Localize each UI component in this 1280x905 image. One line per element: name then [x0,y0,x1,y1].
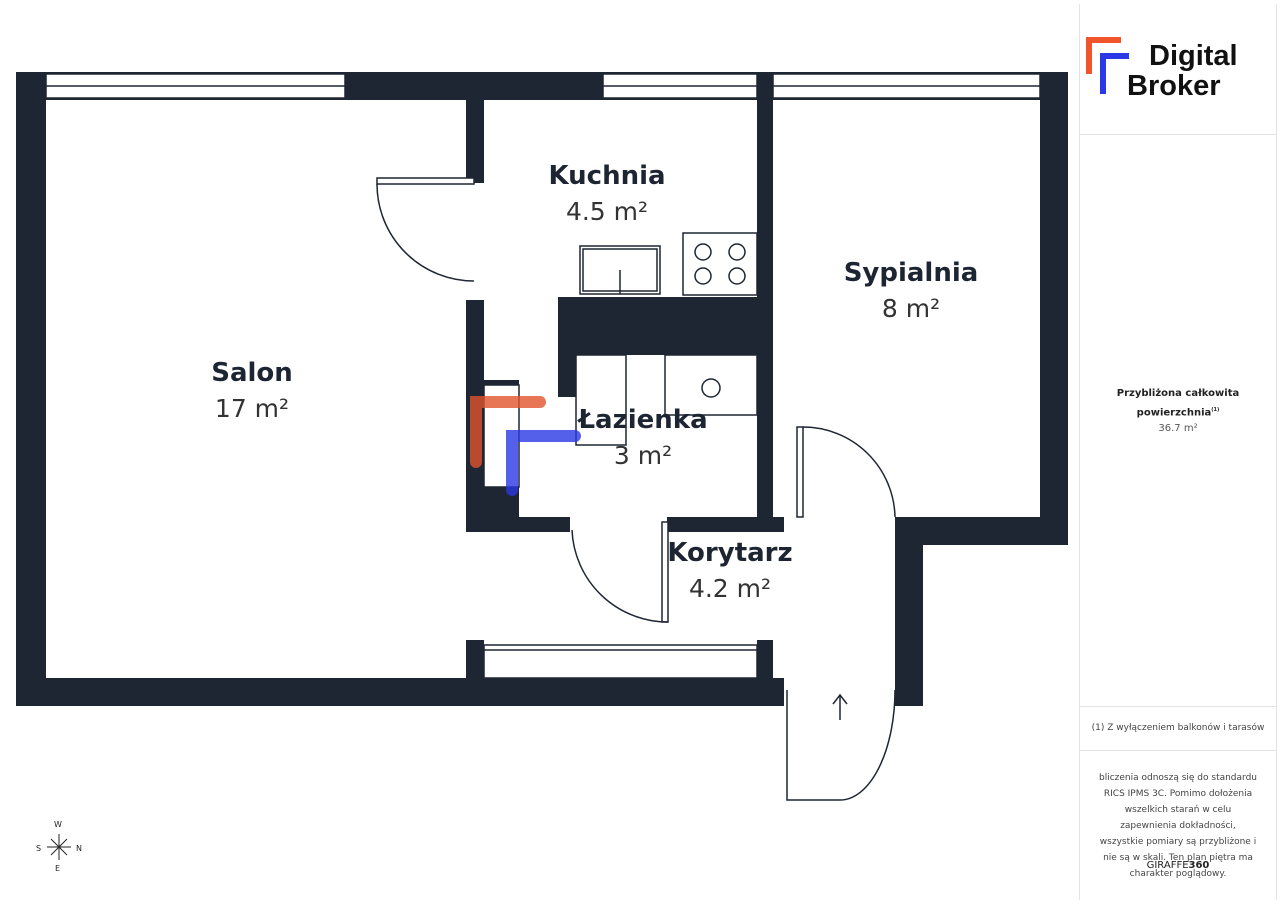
compass-e: E [55,864,61,873]
credit-a: GIRAFFE [1146,860,1189,871]
room-sypialnia: Sypialnia 8 m² [844,258,979,323]
summary-section: Przybliżona całkowita powierzchnia(1) 36… [1080,134,1276,707]
room-area: 3 m² [613,441,673,470]
room-korytarz: Korytarz 4.2 m² [667,538,792,603]
room-salon: Salon 17 m² [211,358,293,423]
room-name: Salon [211,358,293,388]
compass-s: S [36,844,42,853]
summary-label-2: powierzchnia [1136,407,1212,419]
room-area: 17 m² [214,394,290,423]
room-name: Korytarz [667,538,793,568]
logo-mark-icon [1086,37,1129,94]
summary-label: Przybliżona całkowita [1116,388,1240,399]
info-panel: Przybliżona całkowita powierzchnia(1) 36… [1079,4,1277,900]
total-area: 36.7 m² [1158,423,1198,435]
room-area: 4.2 m² [688,574,772,603]
room-name: Sypialnia [843,258,979,288]
disclaimer: bliczenia odnoszą się do standardu RICS … [1098,773,1257,879]
room-name: Kuchnia [548,161,666,191]
compass-n: N [76,844,82,853]
doors [376,177,896,801]
watermark-logo [470,396,581,496]
giraffe360-credit: GIRAFFE360 [1080,860,1276,871]
room-lazienka: Łazienka 3 m² [578,405,707,470]
compass-rose-icon [47,834,71,860]
room-area: 4.5 m² [565,197,649,226]
logo-text-1: Digital [1149,40,1238,72]
room-kuchnia: Kuchnia 4.5 m² [548,161,665,226]
windows [45,73,1041,679]
footnote: (1) Z wyłączeniem balkonów i tarasów [1080,706,1276,751]
footnote-mark: (1) [1211,407,1220,413]
fixtures [575,232,758,446]
logo-section [1080,4,1276,135]
credit-b: 360 [1188,860,1210,871]
walls [16,72,1068,706]
floor-plan [16,72,1068,801]
room-area: 8 m² [881,294,941,323]
room-name: Łazienka [578,405,708,435]
compass-w: W [54,820,62,829]
logo-text-2: Broker [1127,70,1221,102]
